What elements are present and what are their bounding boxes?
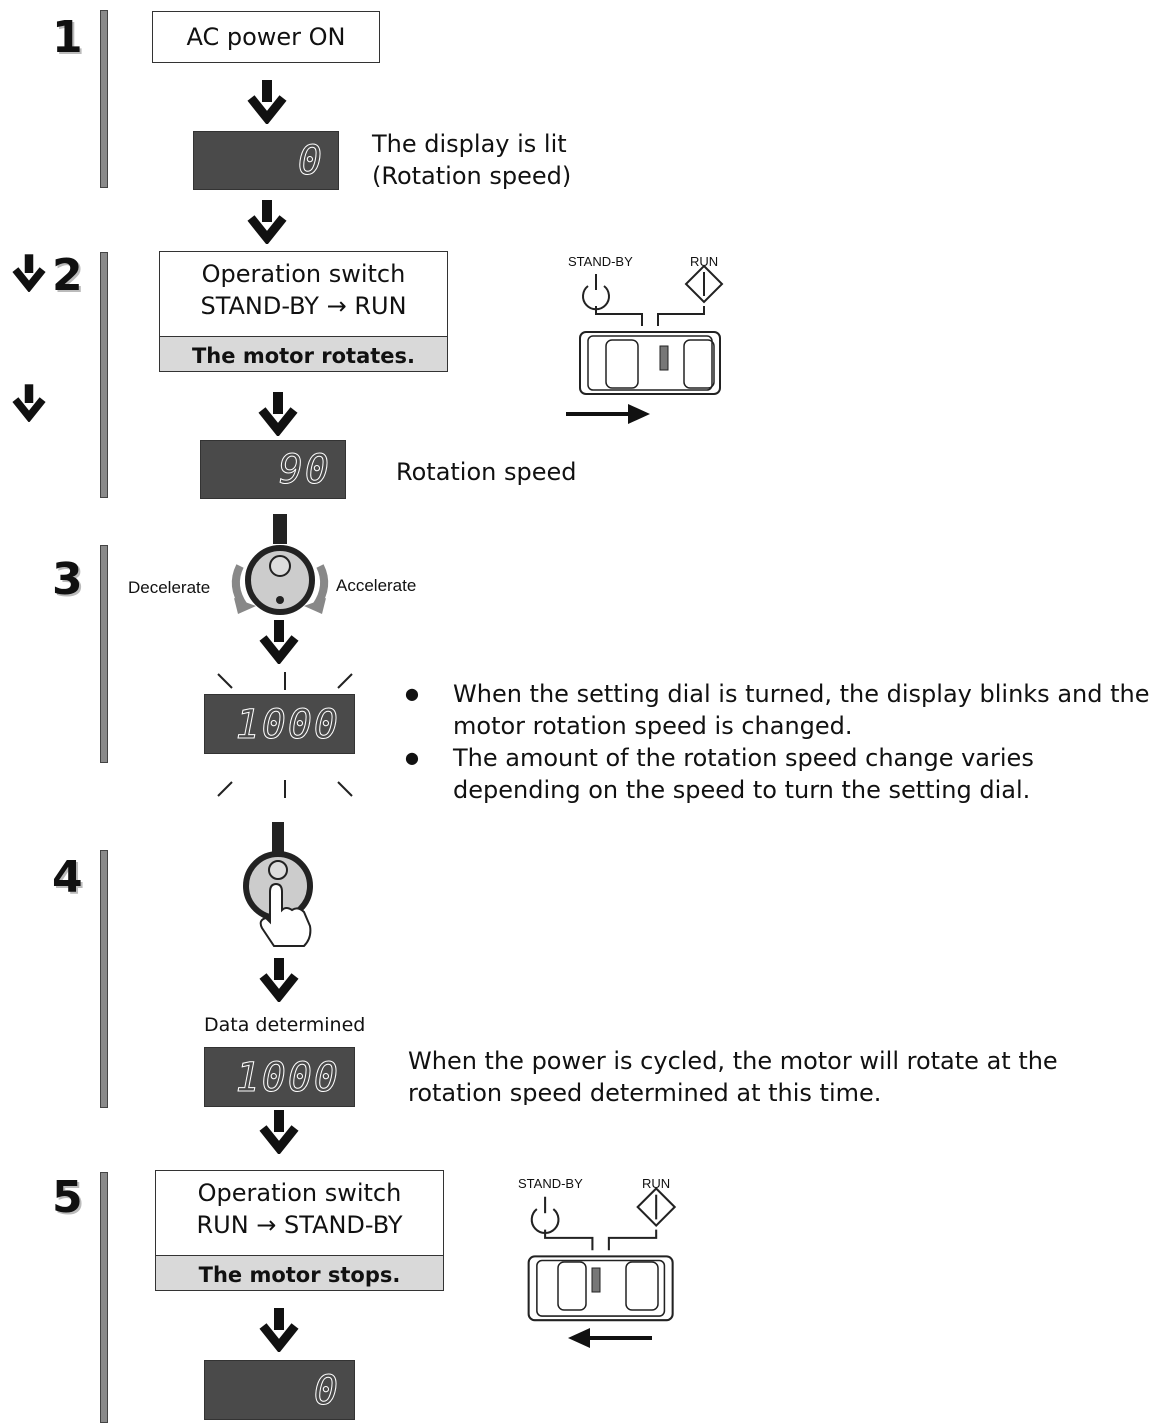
- power-cycle-note-2: rotation speed determined at this time.: [408, 1079, 882, 1105]
- standby-label: STAND-BY: [518, 1176, 583, 1191]
- down-arrow-icon: [258, 392, 298, 436]
- power-cycle-note-1: When the power is cycled, the motor will…: [408, 1047, 1058, 1075]
- down-arrow-icon: [259, 620, 299, 664]
- step-number-4: 4: [52, 852, 83, 903]
- display-step4: 1000: [204, 1047, 355, 1107]
- accelerate-label: Accelerate: [336, 576, 417, 595]
- dial-note-2: The amount of the rotation speed change …: [405, 742, 1155, 806]
- ac-power-box: AC power ON: [152, 11, 380, 63]
- step-3-bar: [100, 545, 108, 763]
- side-arrow-icon: [12, 384, 46, 422]
- down-arrow-icon: [259, 1110, 299, 1154]
- switch-body-icon: [508, 1170, 683, 1348]
- side-arrow-icon: [12, 254, 46, 292]
- step-4-bar: [100, 850, 108, 1108]
- operation-switch-diagram-run: STAND-BY RUN: [560, 248, 730, 428]
- operation-switch-standby-box: Operation switch RUN → STAND-BY The moto…: [155, 1170, 444, 1291]
- motor-rotates-label: The motor rotates.: [160, 336, 447, 371]
- display-step2: 90: [200, 440, 346, 499]
- box-line2: RUN → STAND-BY: [196, 1211, 403, 1239]
- operation-switch-run-box: Operation switch STAND-BY → RUN The moto…: [159, 251, 448, 372]
- down-arrow-icon: [247, 80, 287, 124]
- operation-switch-diagram-standby: STAND-BY RUN: [508, 1170, 683, 1355]
- rotation-speed-label: Rotation speed: [396, 458, 577, 486]
- step-number-3: 3: [52, 554, 83, 605]
- display-step5: 0: [204, 1360, 355, 1420]
- data-determined-label: Data determined: [204, 1014, 366, 1036]
- decelerate-label: Decelerate: [128, 578, 211, 597]
- ac-power-label: AC power ON: [186, 23, 346, 51]
- motor-stops-label: The motor stops.: [156, 1255, 443, 1290]
- box-line1: Operation switch: [201, 260, 406, 288]
- step-number-2: 2: [52, 250, 83, 301]
- step-1-bar: [100, 10, 108, 188]
- blink-rays: [217, 672, 353, 798]
- switch-body-icon: [566, 248, 730, 424]
- run-label: RUN: [642, 1176, 671, 1191]
- display-lit-note: The display is lit: [372, 130, 567, 158]
- dial-note-1: When the setting dial is turned, the dis…: [405, 678, 1155, 742]
- down-arrow-icon: [259, 958, 299, 1002]
- step-number-1: 1: [52, 12, 83, 63]
- step-5-bar: [100, 1172, 108, 1423]
- rotation-speed-note: (Rotation speed): [372, 162, 572, 190]
- down-arrow-icon: [247, 200, 287, 244]
- display-step1: 0: [193, 131, 339, 190]
- down-arrow-icon: [259, 1308, 299, 1352]
- step-number-5: 5: [52, 1172, 83, 1223]
- box-line2: STAND-BY → RUN: [200, 292, 407, 320]
- dial-notes: When the setting dial is turned, the dis…: [405, 678, 1155, 806]
- setting-dial-icon: [231, 514, 329, 615]
- finger-press-icon: [243, 822, 313, 947]
- run-label: RUN: [690, 254, 719, 269]
- box-line1: Operation switch: [197, 1179, 402, 1207]
- step-2-bar: [100, 252, 108, 498]
- display-step3-blinking: 1000: [204, 694, 355, 754]
- standby-label: STAND-BY: [568, 254, 633, 269]
